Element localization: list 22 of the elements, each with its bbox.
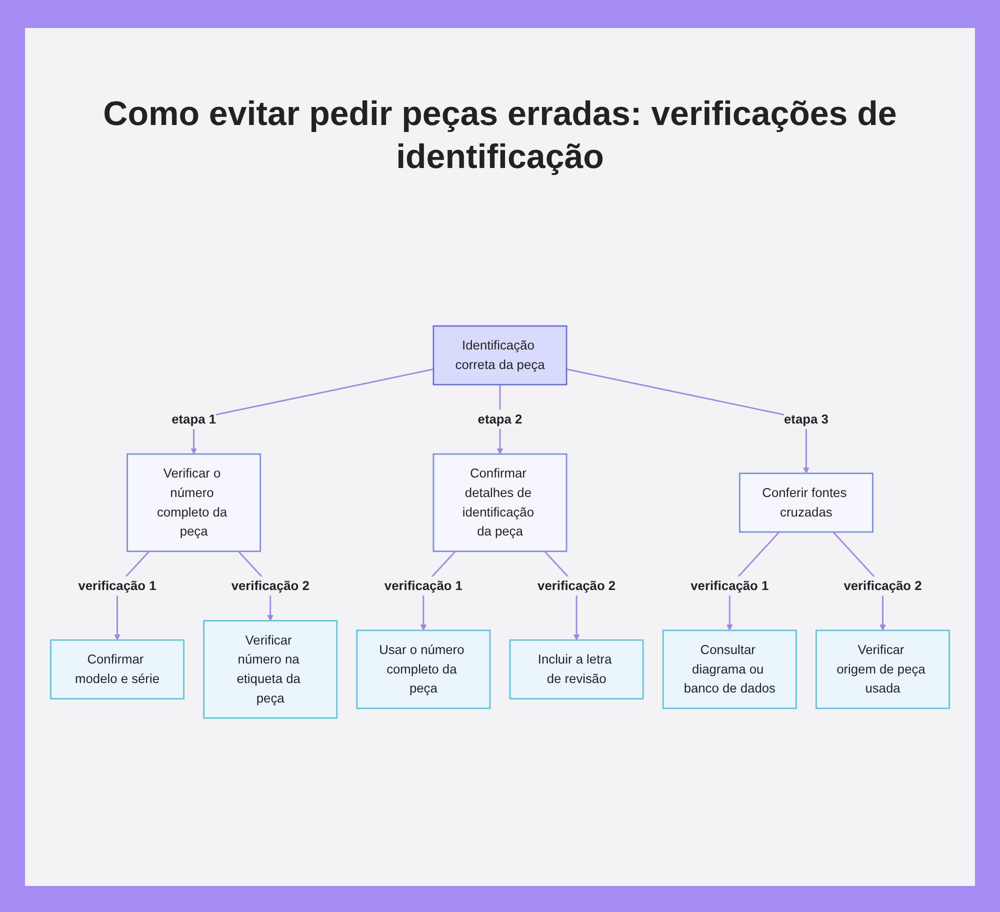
node-box: Consultar diagrama ou banco de dados (662, 630, 797, 710)
node-box: Verificar número na etiqueta da peça (203, 620, 338, 719)
edge-label: verificação 1 (384, 578, 462, 593)
node-box: Usar o número completo da peça (356, 630, 491, 710)
node-box: Verificar origem de peça usada (816, 630, 950, 710)
edge-label: etapa 3 (784, 412, 828, 426)
node-box: Confirmar detalhes de identificação da peça (432, 453, 568, 552)
node-box: Verificar o número completo da peça (126, 453, 262, 552)
edge-label: verificação 2 (231, 578, 310, 593)
node-box: Incluir a letra de revisão (509, 639, 644, 700)
node-box: Conferir fontes cruzadas (738, 472, 874, 533)
edge-label: etapa 2 (478, 412, 522, 426)
edge-label: etapa 1 (172, 412, 216, 426)
edge-label: verificação 1 (690, 578, 769, 593)
arrow (190, 368, 434, 454)
edge-label: verificação 1 (78, 578, 156, 593)
edge-label: verificação 2 (844, 578, 922, 593)
arrow (566, 368, 810, 474)
edge-label: verificação 2 (538, 578, 616, 593)
diagram-title: Como evitar pedir peças erradas: verificações de identificação (102, 94, 898, 178)
node-box: Identificação correta da peça (432, 325, 568, 386)
node-box: Confirmar modelo e série (50, 639, 184, 700)
